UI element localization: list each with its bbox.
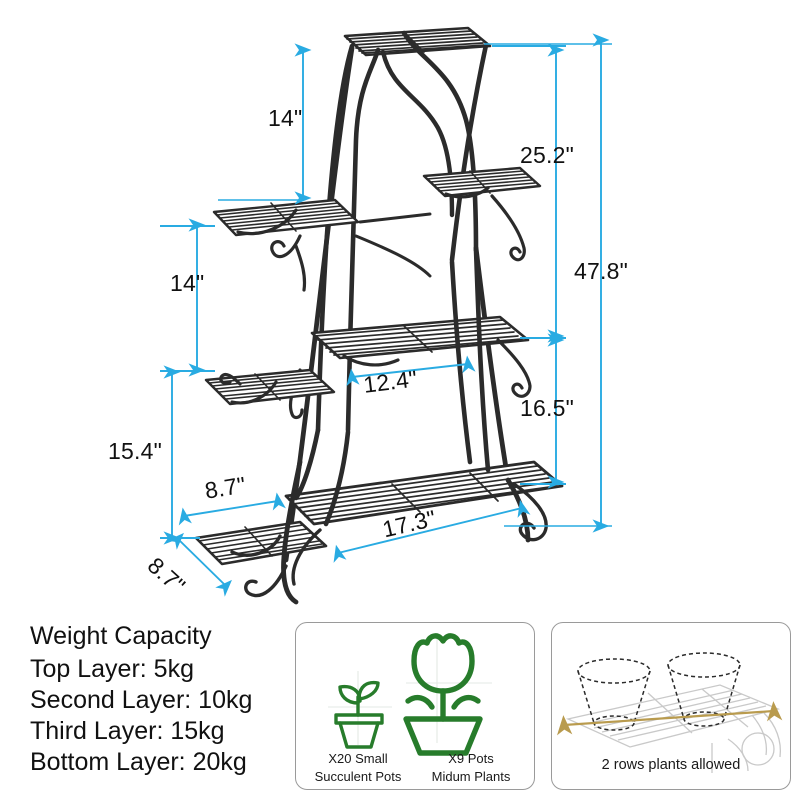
two-rows-caption: 2 rows plants allowed <box>601 757 741 773</box>
two-rows-panel: 2 rows plants allowed <box>551 622 791 790</box>
dim-small-shelf-depth-arrow <box>167 532 232 597</box>
dim-label-lower-right: 16.5" <box>520 395 574 421</box>
dim-mid-shelf-arrow <box>346 355 476 387</box>
potted-succulent-icon <box>334 680 384 749</box>
dim-leader-lines <box>218 43 612 527</box>
weight-capacity-title: Weight Capacity <box>30 622 212 650</box>
weight-capacity-bottom-layer: Bottom Layer: 20kg <box>30 748 247 776</box>
dim-label-total-height: 47.8" <box>574 258 628 284</box>
dim-second-gap-arrow <box>160 218 215 377</box>
medium-plant-caption-line2: Midum Plants <box>431 769 511 785</box>
weight-capacity-block: Weight Capacity Top Layer: 5kg Second La… <box>30 622 280 779</box>
dim-label-lower-left: 15.4" <box>108 438 162 464</box>
right-post <box>473 245 511 483</box>
dim-upper-right-arrow <box>492 43 566 343</box>
plant-capacity-icons <box>328 633 492 756</box>
dimension-lines <box>160 33 612 597</box>
width-span-arrow <box>556 701 783 736</box>
medium-plant-caption-line1: X9 Pots <box>448 751 494 766</box>
shelf-tier2-left-scroll <box>236 208 307 292</box>
dim-label-upper-right: 25.2" <box>520 142 574 168</box>
dim-bottom-shelf-arrow <box>333 499 531 563</box>
shelf-tier2-left-slats <box>216 202 354 232</box>
potted-tulip-icon <box>403 633 483 756</box>
succulent-caption-line2: Succulent Pots <box>314 769 402 785</box>
plant-stand-drawing <box>160 26 612 605</box>
weight-capacity-top-layer: Top Layer: 5kg <box>30 655 194 683</box>
succulent-caption-line1: X20 Small <box>328 751 388 766</box>
shelf-tier2-right-scroll <box>444 186 526 262</box>
bottom-info-strip: Weight Capacity Top Layer: 5kg Second La… <box>0 612 800 800</box>
shelf-tier3-left-scroll <box>219 372 278 405</box>
tier2-brace <box>354 212 432 278</box>
dim-label-second-gap: 14" <box>170 270 205 296</box>
succulent-caption: X20 Small Succulent Pots <box>302 749 414 786</box>
two-rows-illustration <box>556 652 783 773</box>
medium-plant-caption: X9 Pots Midum Plants <box>414 749 528 786</box>
stand-frame <box>194 26 564 605</box>
plant-stand-diagram: 14" 14" 15.4" 25.2" 47.8" 16.5" 12.4" 8.… <box>108 26 628 605</box>
weight-capacity-third-layer: Third Layer: 15kg <box>30 717 225 745</box>
weight-capacity-second-layer: Second Layer: 10kg <box>30 686 253 714</box>
dim-lower-right-arrow <box>520 333 566 489</box>
dim-lower-left-arrow <box>160 365 200 545</box>
dim-small-shelf-width-arrow <box>178 492 286 526</box>
plant-capacity-panel: X20 Small Succulent Pots X9 Pots Midum P… <box>295 622 535 790</box>
dim-label-top-gap: 14" <box>268 105 303 131</box>
top-shelf-slats <box>346 30 487 54</box>
shelf-tier2-right-slats <box>426 170 536 194</box>
